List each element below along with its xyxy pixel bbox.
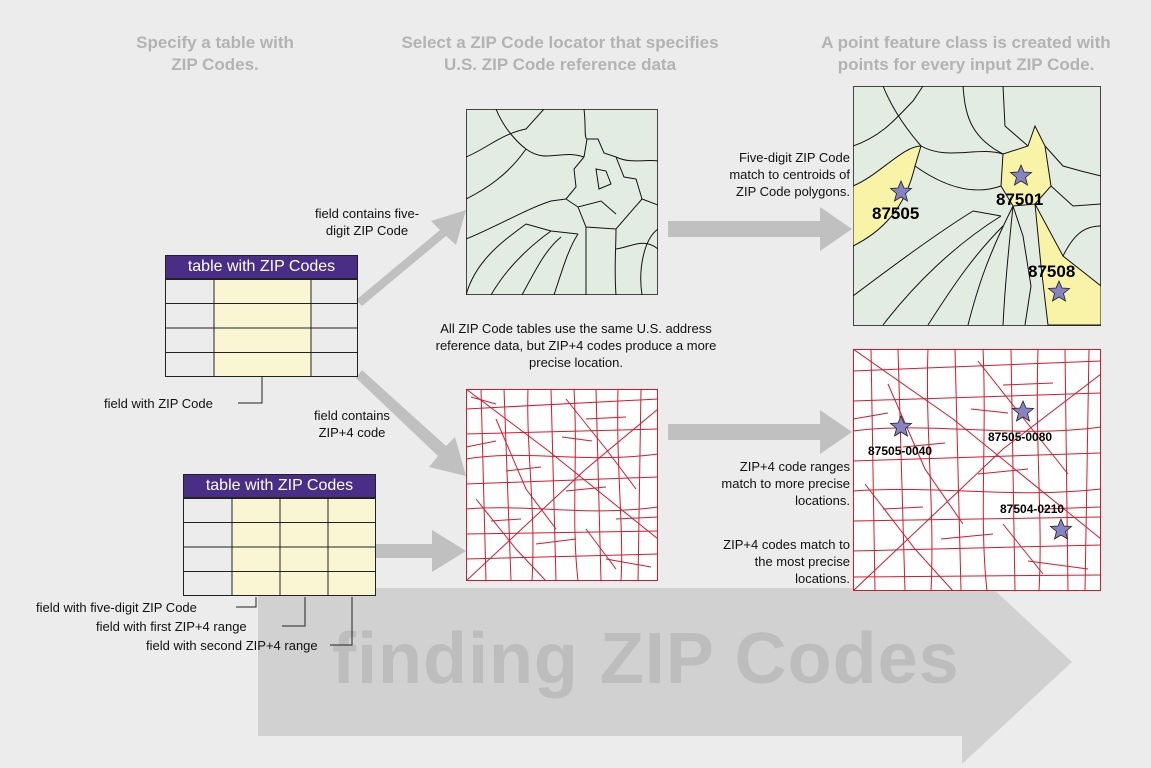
leader-first-range <box>282 597 306 627</box>
leader-second-range <box>330 597 353 646</box>
label-field-second-range: field with second ZIP+4 range <box>146 638 318 653</box>
arrow-to-zip-result <box>668 207 852 251</box>
label-same-reference: All ZIP Code tables use the same U.S. ad… <box>435 321 717 370</box>
arrow-table2-to-street-map <box>372 530 466 572</box>
table-title: table with ZIP Codes <box>165 255 358 279</box>
zip4-point-87505-0040 <box>889 414 913 437</box>
table-grid <box>165 279 358 377</box>
zip-label-87505: 87505 <box>872 204 920 223</box>
zip-label-87501: 87501 <box>996 190 1044 209</box>
zip4-point-87505-0080 <box>1011 399 1035 422</box>
arrow-to-street-map <box>356 370 466 476</box>
label-field-zip: field with ZIP Code <box>104 396 213 411</box>
zip4-label-87505-0040: 87505-0040 <box>868 444 933 458</box>
zip-label-87508: 87508 <box>1028 262 1076 281</box>
big-arrow-text: finding ZIP Codes <box>332 619 960 699</box>
street-map <box>466 389 658 581</box>
label-field-first-range: field with first ZIP+4 range <box>96 619 247 634</box>
label-field-five-digit: field with five-digit ZIP Code <box>36 600 197 615</box>
zip-polygon-map <box>466 109 658 295</box>
zip-point-87505 <box>889 179 913 202</box>
table-title: table with ZIP Codes <box>183 474 376 498</box>
arrow-to-polygon-map <box>356 210 466 306</box>
zip4-point-87504-0210 <box>1049 517 1073 540</box>
leader-five-digit <box>236 597 257 608</box>
zip4-label-87505-0080: 87505-0080 <box>988 430 1053 444</box>
zip-result-map <box>853 86 1101 326</box>
heading-select-locator: Select a ZIP Code locator that specifies… <box>401 33 719 74</box>
zip-table-five-digit: table with ZIP Codes <box>165 255 358 382</box>
leader-field-zip <box>238 377 263 404</box>
table-grid <box>183 498 376 596</box>
zip-table-zip4: table with ZIP Codes <box>183 474 376 601</box>
zip4-label-87504-0210: 87504-0210 <box>1000 502 1065 516</box>
label-contains-five: field contains five-digit ZIP Code <box>314 206 420 238</box>
arrow-to-zip4-result <box>668 410 852 454</box>
zip4-result-map <box>853 349 1101 591</box>
zip-point-87501 <box>1009 163 1033 186</box>
zip-point-87508 <box>1047 279 1071 302</box>
